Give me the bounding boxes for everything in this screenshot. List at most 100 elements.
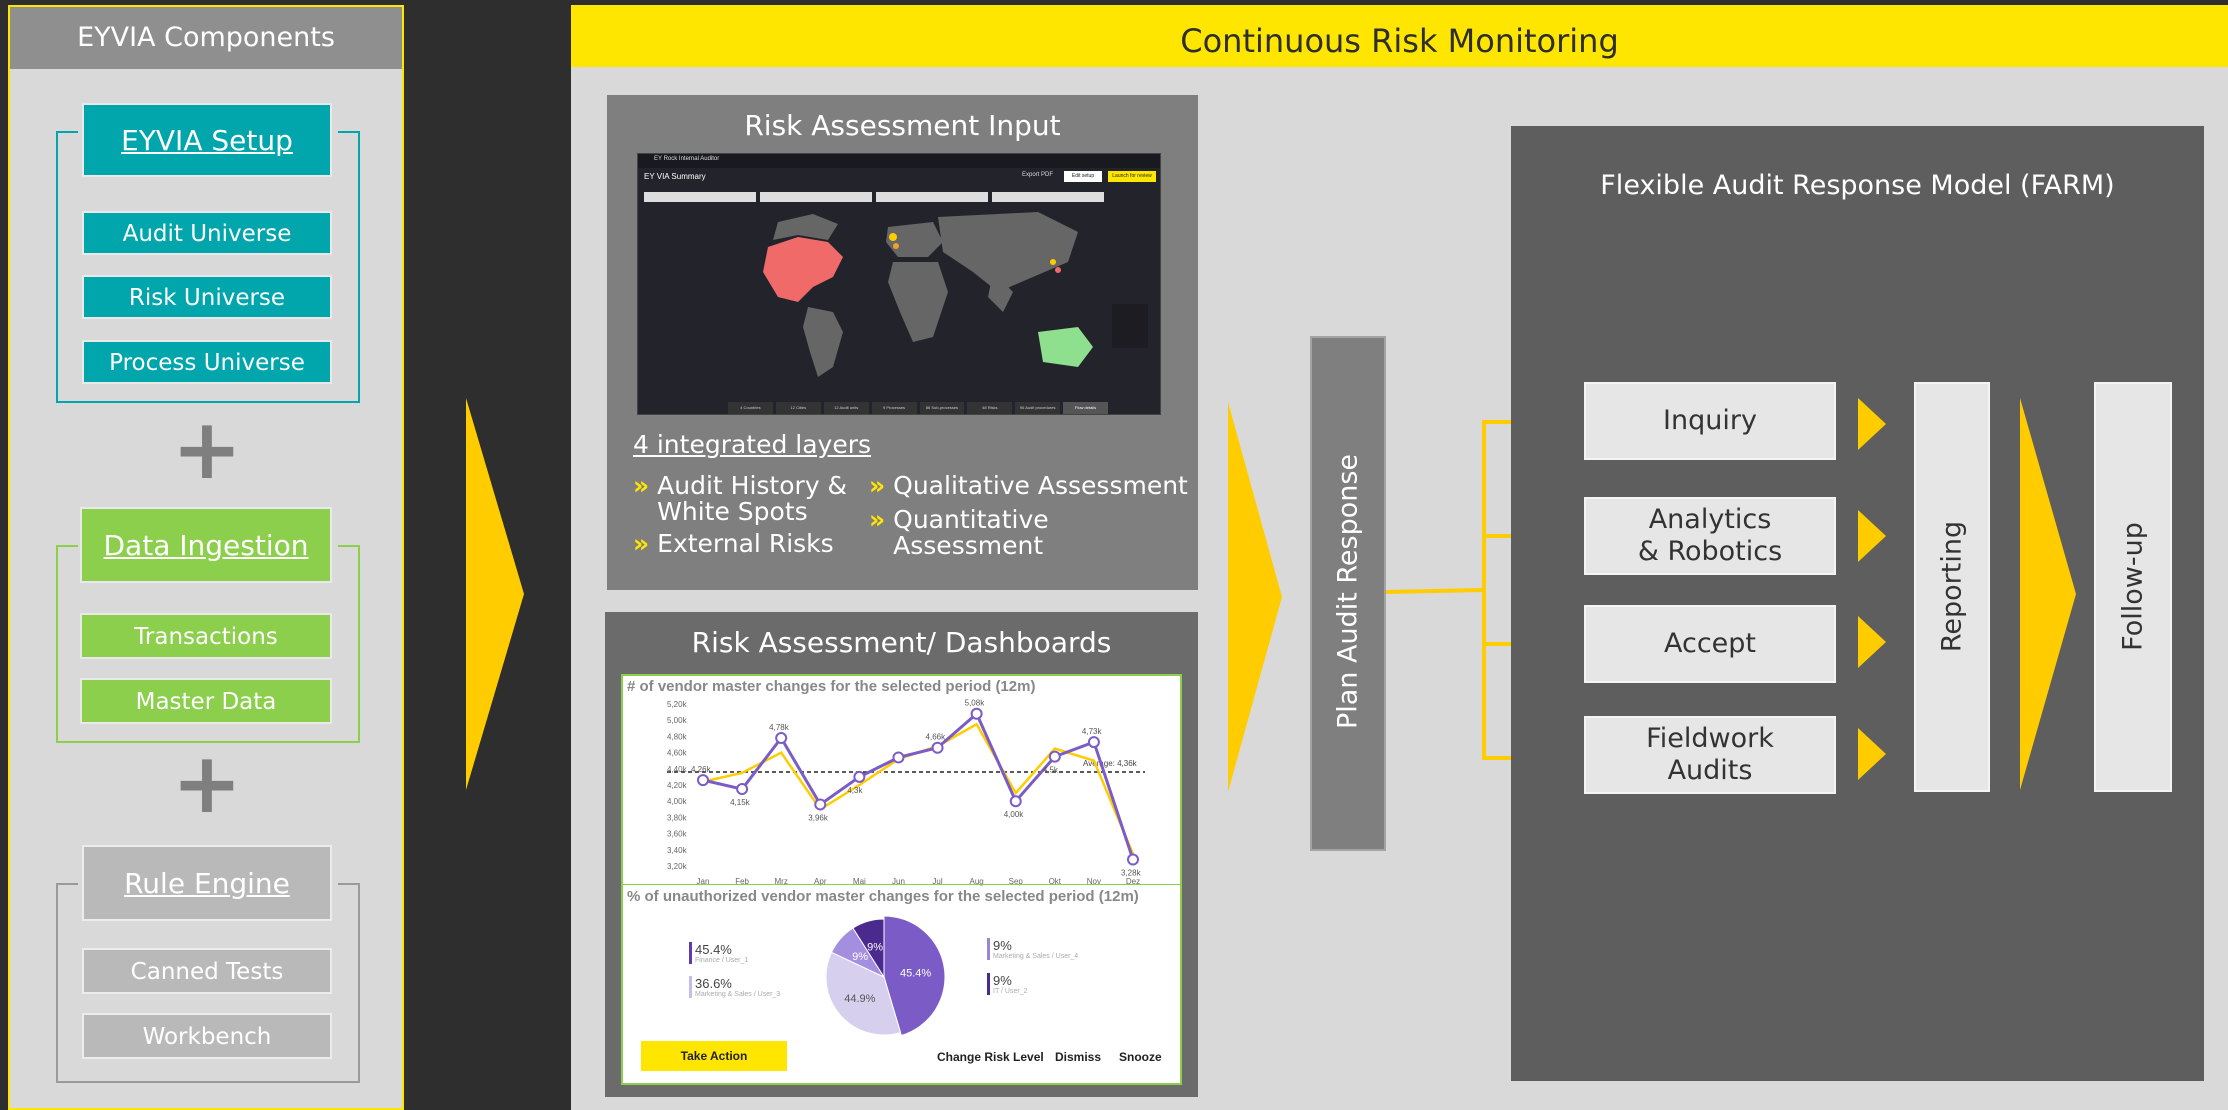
fieldwork-audits-option[interactable]: Fieldwork Audits bbox=[1584, 716, 1836, 794]
follow-up-label: Follow-up bbox=[2117, 522, 2149, 651]
dismiss-button[interactable]: Dismiss bbox=[1055, 1050, 1102, 1064]
y-tick-label: 3,40k bbox=[667, 846, 688, 855]
legend-marker bbox=[987, 973, 990, 995]
legend-pct: 45.4% bbox=[695, 942, 732, 957]
transactions-item[interactable]: Transactions bbox=[80, 613, 332, 659]
chevron-icon: » bbox=[869, 505, 886, 534]
plus-icon: + bbox=[171, 400, 243, 498]
reporting-box[interactable]: Reporting bbox=[1914, 382, 1990, 792]
screen-tab[interactable]: 48 Risks bbox=[967, 402, 1013, 414]
x-tick-label: Mai bbox=[853, 877, 866, 886]
process-universe-item[interactable]: Process Universe bbox=[82, 340, 332, 384]
legend-label: Marketing & Sales / User_3 bbox=[695, 991, 781, 998]
pie-slice-label: 9% bbox=[867, 941, 883, 953]
pie-slice bbox=[825, 951, 902, 1036]
screen-tab[interactable]: 12 Audit units bbox=[823, 402, 869, 414]
pie-chart-title: % of unauthorized vendor master changes … bbox=[627, 888, 1139, 905]
screen-tab-bar: 4 Countries 12 Cities 12 Audit units 9 P… bbox=[728, 402, 1108, 414]
pie-slice-label: 45.4% bbox=[900, 967, 931, 979]
legend-label: Finance / User_1 bbox=[695, 957, 749, 964]
x-tick-label: Dez bbox=[1126, 877, 1140, 886]
data-label: 4,3k bbox=[847, 786, 863, 795]
screen-tab[interactable]: 96 Audit procedures bbox=[1015, 402, 1061, 414]
y-tick-label: 3,20k bbox=[667, 862, 688, 871]
legend-marker bbox=[689, 942, 692, 964]
screen-tab[interactable]: 12 Cities bbox=[775, 402, 821, 414]
analytics-robotics-option[interactable]: Analytics & Robotics bbox=[1584, 497, 1836, 575]
flow-arrow-icon bbox=[466, 398, 524, 790]
data-point bbox=[1127, 853, 1139, 866]
follow-up-box[interactable]: Follow-up bbox=[2094, 382, 2172, 792]
data-label: 4,26k bbox=[691, 765, 712, 774]
data-point bbox=[775, 732, 788, 745]
screen-tab[interactable]: 9 Processes bbox=[871, 402, 917, 414]
data-ingestion-header[interactable]: Data Ingestion bbox=[80, 507, 332, 583]
workbench-item[interactable]: Workbench bbox=[82, 1013, 332, 1059]
canned-tests-item[interactable]: Canned Tests bbox=[82, 948, 332, 994]
screen-export-button[interactable]: Export PDF bbox=[1022, 172, 1054, 178]
pie-legend-item: 9% IT / User_2 bbox=[987, 973, 1028, 995]
data-label: 4,78k bbox=[769, 723, 790, 732]
take-action-button[interactable]: Take Action bbox=[641, 1041, 787, 1071]
screen-filter[interactable] bbox=[876, 192, 988, 202]
layer-item: »External Risks bbox=[633, 531, 834, 557]
screen-topbar bbox=[638, 154, 1160, 168]
legend-pct: 9% bbox=[993, 938, 1012, 953]
data-label: 4,15k bbox=[730, 798, 751, 807]
dashboards-title: Risk Assessment/ Dashboards bbox=[691, 626, 1112, 659]
layer-label: External Risks bbox=[657, 529, 834, 558]
pie-legend-item: 45.4% Finance / User_1 bbox=[689, 942, 749, 964]
data-label: 5,08k bbox=[965, 699, 986, 708]
screen-filter[interactable] bbox=[644, 192, 756, 202]
screen-tab[interactable]: 86 Sub-processes bbox=[919, 402, 965, 414]
risk-assessment-dashboards-card: Risk Assessment/ Dashboards # of vendor … bbox=[605, 612, 1198, 1097]
screen-tab[interactable]: Flow details bbox=[1063, 402, 1108, 414]
line-chart-title: # of vendor master changes for the selec… bbox=[627, 678, 1036, 695]
layer-label: Quantitative Assessment bbox=[893, 505, 1049, 560]
line-chart: 3,20k3,40k3,60k3,80k4,00k4,20k4,40k4,60k… bbox=[667, 699, 1145, 886]
rules-group-frame bbox=[56, 883, 360, 1083]
screen-tab[interactable]: 4 Countries bbox=[728, 402, 773, 414]
data-label: 4,66k bbox=[926, 733, 947, 742]
chevron-right-icon bbox=[1858, 510, 1886, 562]
frame-corner bbox=[56, 883, 78, 885]
screen-launch-button[interactable]: Launch for review bbox=[1108, 171, 1156, 182]
y-tick-label: 4,80k bbox=[667, 732, 688, 741]
frame-corner bbox=[56, 131, 78, 133]
accept-option[interactable]: Accept bbox=[1584, 605, 1836, 683]
screen-filter[interactable] bbox=[992, 192, 1104, 202]
pie-slice bbox=[852, 918, 885, 979]
frame-corner bbox=[338, 545, 360, 547]
snooze-button[interactable]: Snooze bbox=[1119, 1050, 1162, 1064]
audit-universe-item[interactable]: Audit Universe bbox=[82, 211, 332, 255]
screen-edit-button[interactable]: Edit setup bbox=[1064, 171, 1102, 182]
pie-slice-label: 9% bbox=[852, 951, 868, 963]
plan-audit-response-box[interactable]: Plan Audit Response bbox=[1310, 336, 1386, 851]
data-point bbox=[931, 741, 944, 754]
pie-slice bbox=[883, 915, 946, 1037]
panel-title: EYVIA Components bbox=[10, 7, 402, 69]
chevron-right-icon bbox=[1858, 616, 1886, 668]
x-tick-label: Jun bbox=[892, 877, 905, 886]
setup-group-frame bbox=[56, 131, 360, 403]
risk-universe-item[interactable]: Risk Universe bbox=[82, 275, 332, 319]
pie-legend-item: 9% Marketing & Sales / User_4 bbox=[987, 938, 1078, 960]
inquiry-option[interactable]: Inquiry bbox=[1584, 382, 1836, 460]
legend-marker bbox=[689, 976, 692, 998]
eyvia-setup-header[interactable]: EYVIA Setup bbox=[82, 103, 332, 177]
pie-slice-label: 44.9% bbox=[844, 993, 875, 1005]
legend-marker bbox=[987, 938, 990, 960]
data-point bbox=[1048, 750, 1061, 763]
plus-icon: + bbox=[171, 734, 243, 832]
layer-item: »Qualitative Assessment bbox=[869, 473, 1188, 499]
screen-filter[interactable] bbox=[760, 192, 872, 202]
y-tick-label: 5,20k bbox=[667, 700, 688, 709]
y-tick-label: 4,00k bbox=[667, 797, 688, 806]
rule-engine-header[interactable]: Rule Engine bbox=[82, 845, 332, 921]
x-tick-label: Sep bbox=[1009, 877, 1024, 886]
layer-item: »Quantitative Assessment bbox=[869, 507, 1049, 559]
master-data-item[interactable]: Master Data bbox=[80, 678, 332, 724]
data-point bbox=[970, 707, 983, 720]
y-tick-label: 5,00k bbox=[667, 716, 688, 725]
change-risk-level-button[interactable]: Change Risk Level bbox=[937, 1050, 1044, 1064]
